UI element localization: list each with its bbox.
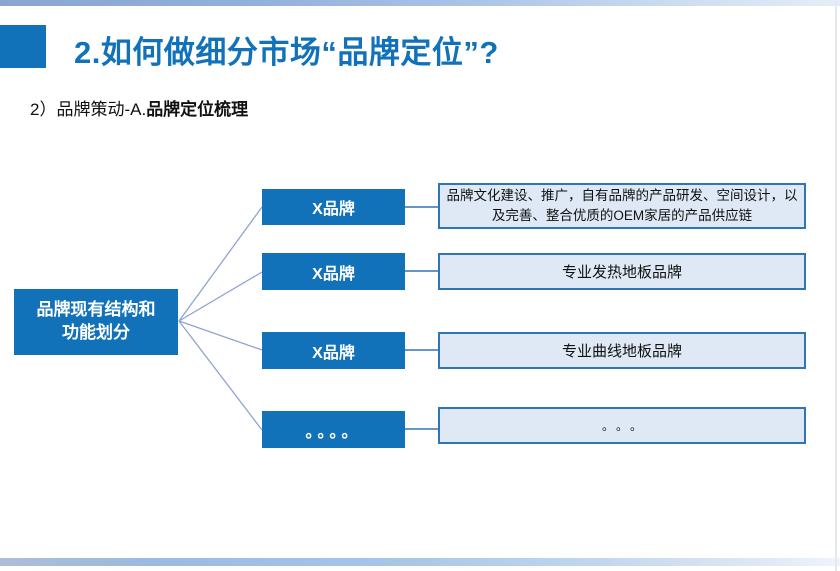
top-accent-bar bbox=[0, 0, 840, 6]
title-accent-square bbox=[0, 25, 46, 68]
desc-box-2: 专业发热地板品牌 bbox=[438, 253, 806, 290]
bottom-accent-bar bbox=[0, 558, 840, 566]
subtitle: 2）品牌策动-A.品牌定位梳理 bbox=[30, 95, 248, 120]
branch-box-2: X品牌 bbox=[262, 253, 405, 290]
desc-box-4: 。。。 bbox=[438, 407, 806, 444]
slide-right-edge bbox=[835, 0, 837, 571]
branch-box-4: 。。。。 bbox=[262, 411, 405, 448]
subtitle-bold: 品牌定位梳理 bbox=[146, 100, 249, 119]
desc-box-1: 品牌文化建设、推广，自有品牌的产品研发、空间设计，以及完善、整合优质的OEM家居… bbox=[438, 183, 806, 229]
root-box-brand-structure: 品牌现有结构和 功能划分 bbox=[14, 289, 178, 355]
subtitle-prefix: 2）品牌策动-A. bbox=[30, 100, 147, 119]
root-box-line2: 功能划分 bbox=[62, 323, 130, 342]
branch-box-1: X品牌 bbox=[262, 189, 405, 225]
page-title: 2.如何做细分市场“品牌定位”? bbox=[74, 35, 499, 70]
desc-box-3: 专业曲线地板品牌 bbox=[438, 332, 806, 369]
root-box-line1: 品牌现有结构和 bbox=[36, 300, 156, 320]
branch-box-3: X品牌 bbox=[262, 332, 405, 369]
